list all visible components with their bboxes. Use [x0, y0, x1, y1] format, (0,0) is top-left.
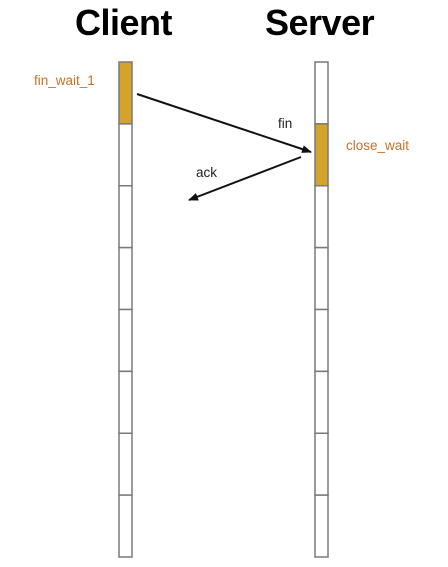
server-timeline	[314, 61, 329, 558]
client-segment-7	[118, 432, 133, 496]
client-timeline	[118, 61, 133, 558]
server-segment-6	[314, 370, 329, 434]
client-segment-3	[118, 185, 133, 249]
server-segment-5	[314, 308, 329, 373]
server-segment-1	[314, 61, 329, 125]
ack-message-label: ack	[196, 165, 218, 180]
server-segment-8	[314, 494, 329, 558]
client-segment-2	[118, 123, 133, 187]
client-state-label: fin_wait_1	[34, 73, 95, 88]
fin-arrow	[136, 93, 312, 153]
server-title: Server	[265, 2, 375, 43]
client-segment-5	[118, 308, 133, 373]
server-state-label: close_wait	[346, 138, 410, 153]
client-segment-4	[118, 246, 133, 311]
server-segment-3	[314, 185, 329, 249]
server-segment-4	[314, 246, 329, 311]
client-segment-8	[118, 494, 133, 558]
server-segment-2	[314, 123, 329, 187]
server-segment-7	[314, 432, 329, 496]
fin-message-label: fin	[278, 116, 293, 131]
client-title: Client	[75, 2, 173, 43]
client-segment-6	[118, 370, 133, 434]
ack-arrow	[188, 156, 302, 201]
client-segment-1	[118, 61, 133, 125]
